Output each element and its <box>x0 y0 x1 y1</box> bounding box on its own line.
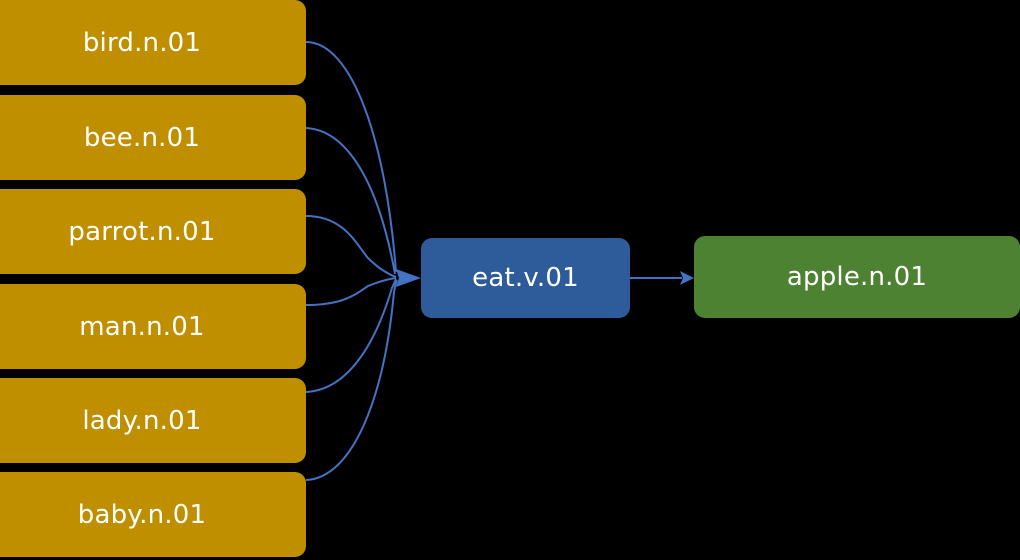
node-label-baby: baby.n.01 <box>77 499 207 530</box>
node-apple[interactable]: apple.n.01 <box>694 236 1020 318</box>
edge-path-baby-eat <box>305 279 398 481</box>
edge-path-man-eat <box>305 277 397 306</box>
node-label-man: man.n.01 <box>79 311 205 342</box>
edge-eat-to-apple <box>630 271 694 285</box>
node-label-bee: bee.n.01 <box>83 122 201 153</box>
node-parrot[interactable]: parrot.n.01 <box>0 189 306 274</box>
node-lady[interactable]: lady.n.01 <box>0 378 306 463</box>
edge-parrot-to-eat <box>305 215 397 278</box>
node-label-bird: bird.n.01 <box>82 27 202 58</box>
edge-lady-to-eat <box>305 278 397 393</box>
node-label-eat: eat.v.01 <box>472 263 579 293</box>
edge-path-bee-eat <box>305 127 396 275</box>
node-label-parrot: parrot.n.01 <box>68 216 216 247</box>
edge-path-lady-eat <box>305 278 397 393</box>
arrowhead-into-eat <box>396 269 421 287</box>
edge-bird-to-eat <box>305 41 397 273</box>
edge-bee-to-eat <box>305 127 396 275</box>
arrowhead-into-apple <box>680 271 694 285</box>
edge-path-parrot-eat <box>305 215 397 278</box>
edge-path-bird-eat <box>305 41 397 273</box>
node-bird[interactable]: bird.n.01 <box>0 0 306 85</box>
edge-baby-to-eat <box>305 279 398 481</box>
node-bee[interactable]: bee.n.01 <box>0 95 306 180</box>
node-eat[interactable]: eat.v.01 <box>421 238 630 318</box>
node-label-lady: lady.n.01 <box>82 405 202 436</box>
node-label-apple: apple.n.01 <box>786 262 928 292</box>
node-man[interactable]: man.n.01 <box>0 284 306 369</box>
node-baby[interactable]: baby.n.01 <box>0 472 306 557</box>
edge-man-to-eat <box>305 277 397 306</box>
